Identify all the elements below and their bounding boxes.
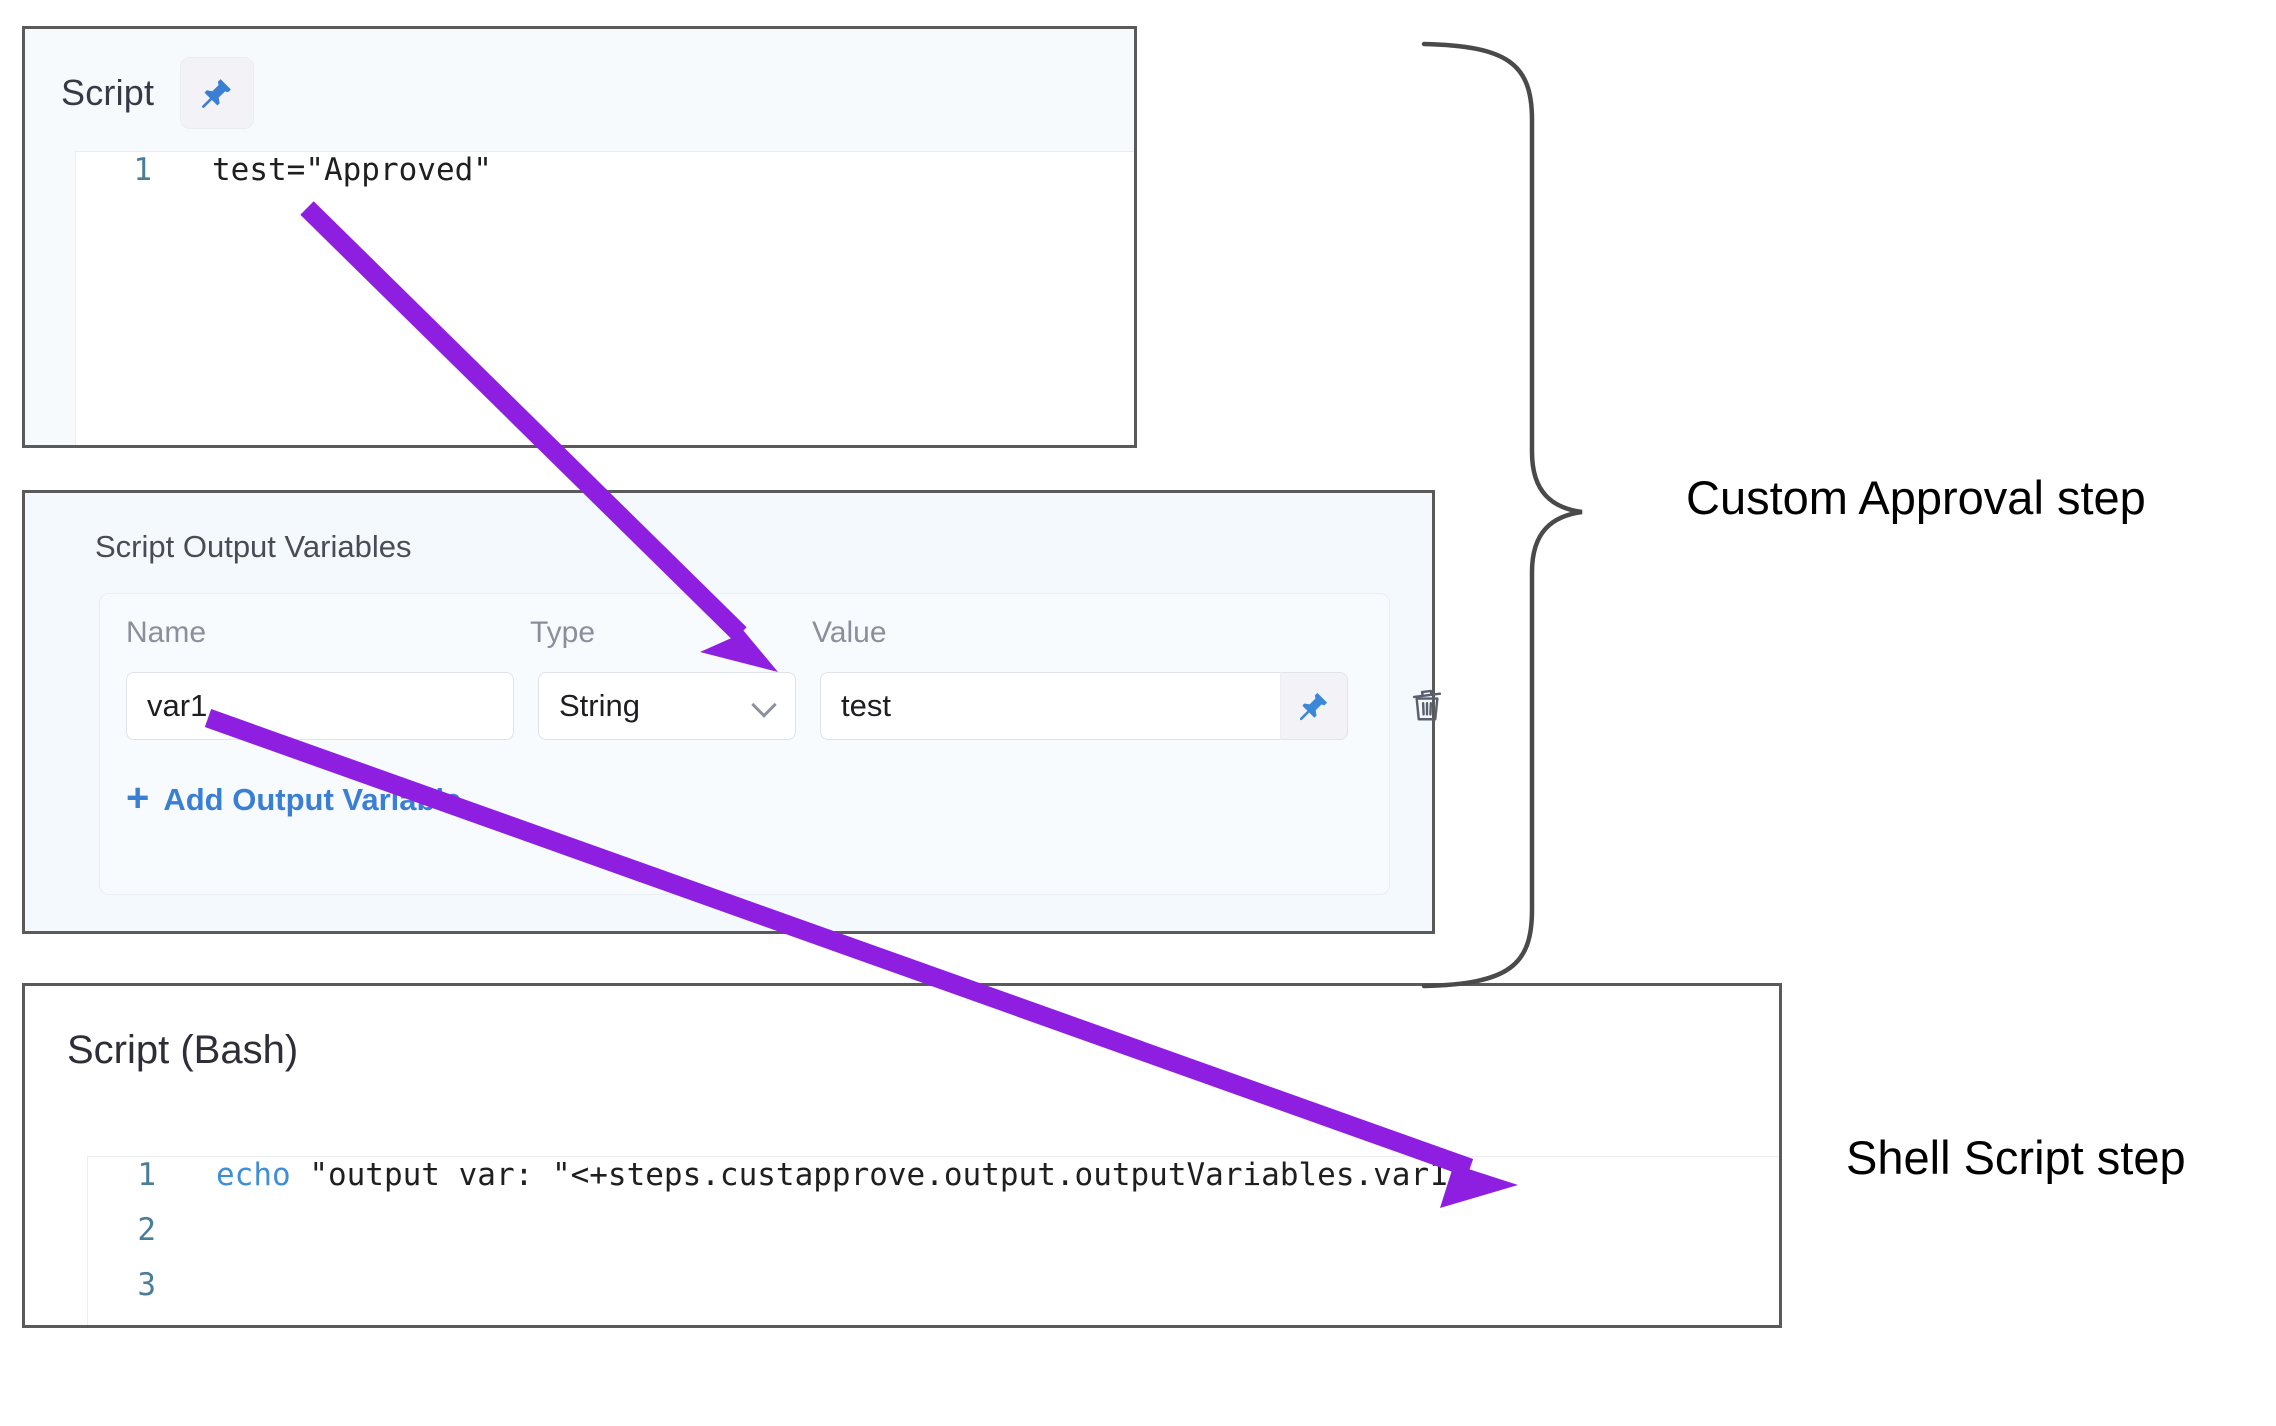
- script-output-variables-panel: Script Output Variables Name Type Value …: [22, 490, 1442, 934]
- bash-code-editor[interactable]: 1 echo "output var: "<+steps.custapprove…: [87, 1156, 1779, 1325]
- script-panel: Script 1 test="Approved": [22, 26, 1137, 448]
- column-header-name: Name: [126, 616, 207, 649]
- code-text: "output var: "<+steps.custapprove.output…: [290, 1157, 1467, 1193]
- variable-type-value: String: [559, 688, 640, 723]
- line-number: 3: [137, 1267, 156, 1303]
- code-line: 2: [88, 1212, 1779, 1267]
- code-line: 1 echo "output var: "<+steps.custapprove…: [88, 1157, 1779, 1212]
- code-line: 3: [88, 1267, 1779, 1322]
- column-header-type: Type: [530, 616, 596, 649]
- code-text: test="Approved": [212, 152, 492, 188]
- chevron-down-icon: [751, 692, 779, 720]
- add-output-variable-button[interactable]: + Add Output Variable: [126, 776, 462, 820]
- script-panel-header: Script: [25, 29, 1134, 149]
- plus-icon: +: [126, 776, 150, 820]
- script-code-editor[interactable]: 1 test="Approved": [75, 151, 1134, 445]
- line-number: 1: [137, 1157, 156, 1193]
- page-title: Script: [61, 72, 155, 113]
- trash-icon[interactable]: [1396, 674, 1458, 738]
- pushpin-icon[interactable]: [1280, 672, 1348, 740]
- code-keyword: echo: [216, 1157, 291, 1193]
- line-number: 2: [137, 1212, 156, 1248]
- line-number: 1: [133, 152, 152, 188]
- code-line: 1 test="Approved": [76, 152, 1134, 208]
- variable-type-select[interactable]: String: [538, 672, 796, 740]
- bash-panel-title: Script (Bash): [67, 1028, 299, 1072]
- variable-value-input[interactable]: test: [820, 672, 1280, 740]
- table-header-row: Name Type Value: [126, 616, 1389, 656]
- custom-approval-step-label: Custom Approval step: [1686, 471, 2146, 524]
- shell-script-panel: Script (Bash) 1 echo "output var: "<+ste…: [22, 983, 1782, 1328]
- section-title: Script Output Variables: [95, 529, 412, 564]
- pushpin-icon[interactable]: [180, 57, 255, 129]
- column-header-value: Value: [812, 616, 887, 649]
- shell-script-step-label: Shell Script step: [1846, 1131, 2186, 1184]
- variable-name-input[interactable]: var1: [126, 672, 514, 740]
- table-row: var1 String test: [126, 672, 1442, 744]
- add-output-variable-label: Add Output Variable: [163, 782, 462, 817]
- custom-approval-brace: [1421, 41, 1583, 989]
- output-variables-card: Name Type Value var1 String test: [99, 593, 1442, 895]
